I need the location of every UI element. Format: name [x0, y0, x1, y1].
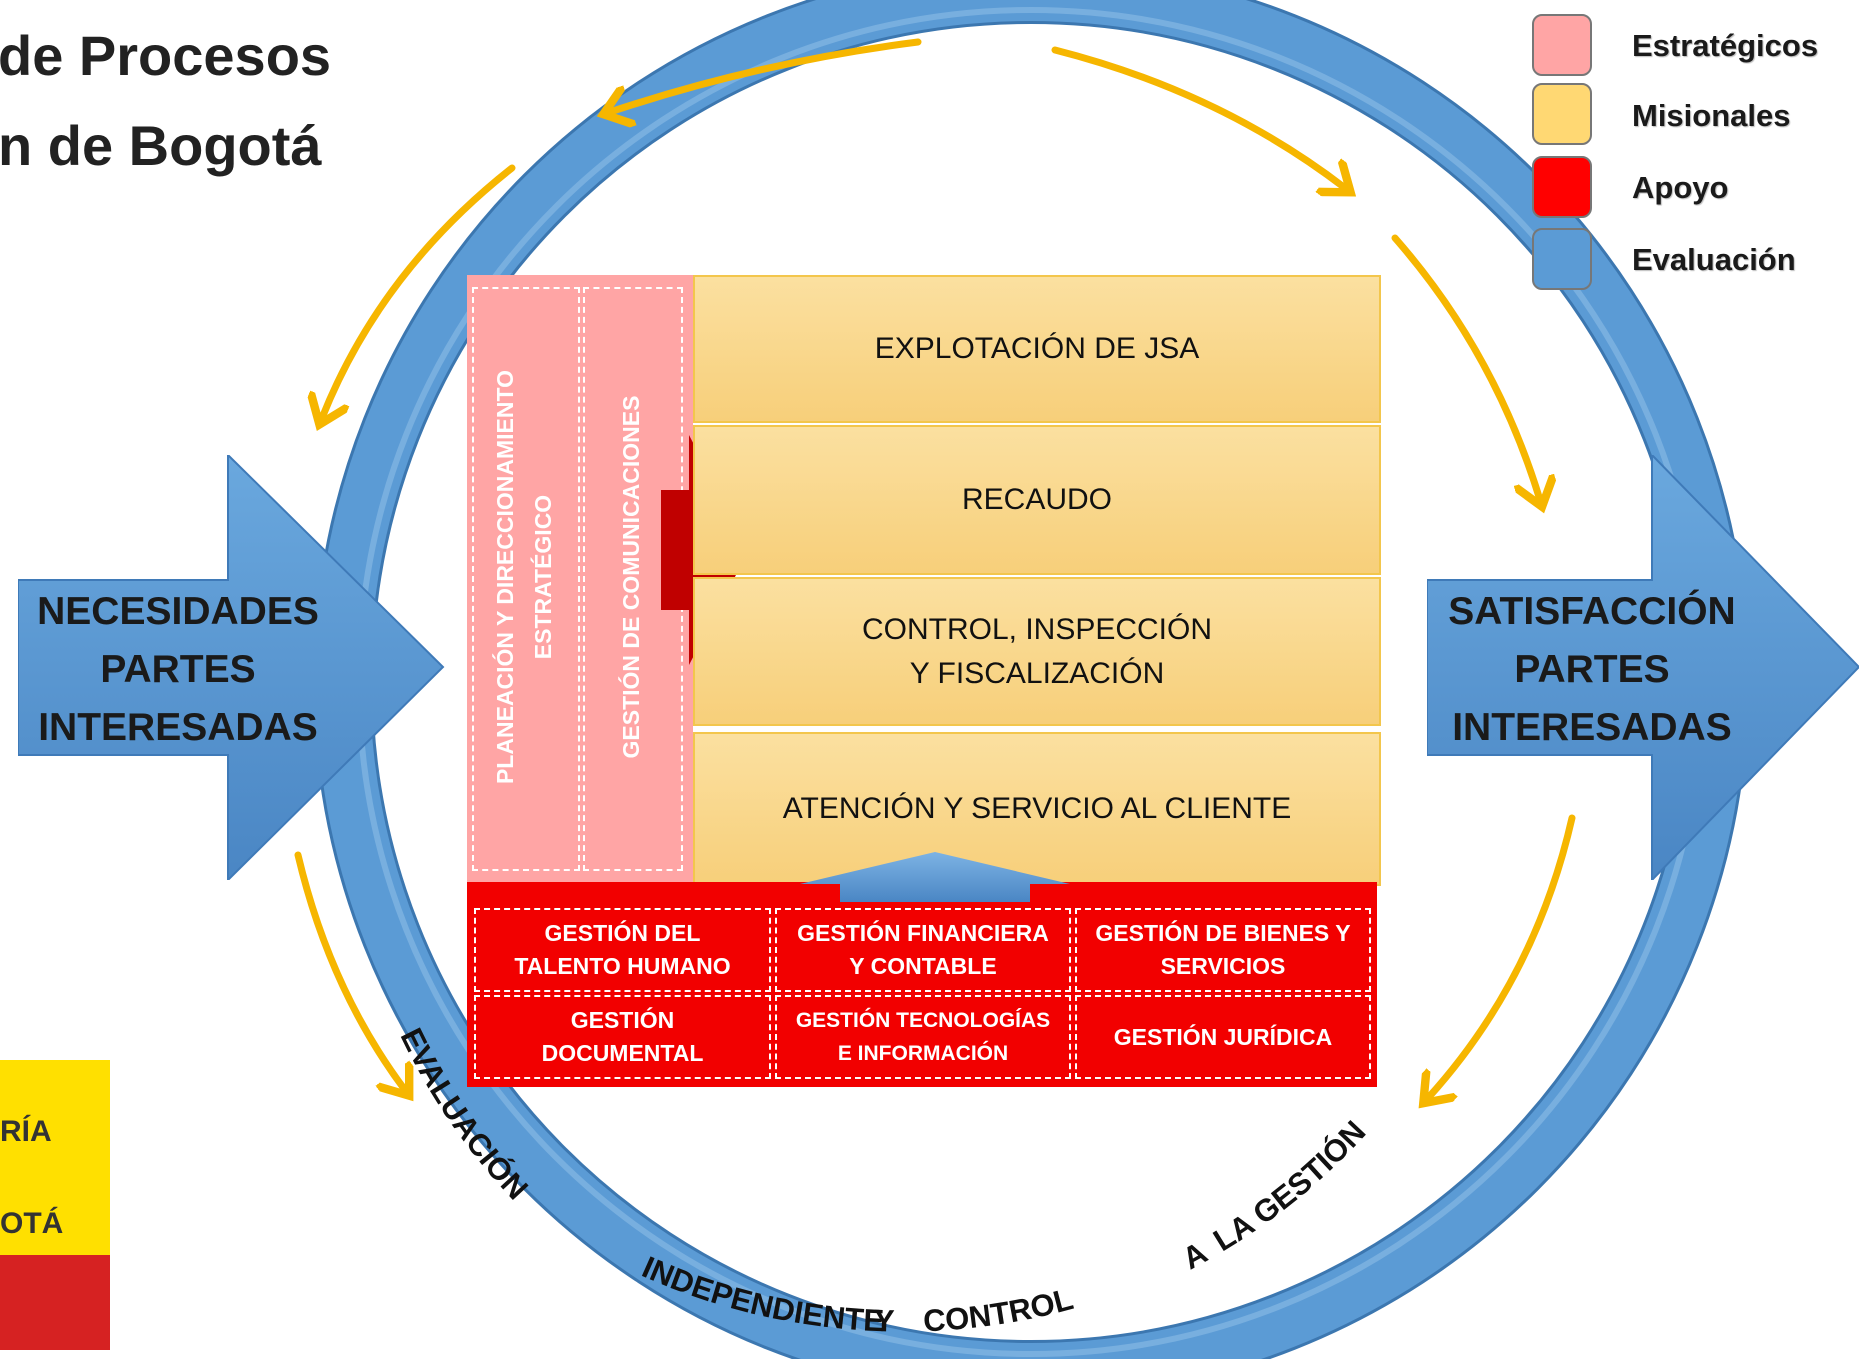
output-arrow-line-1: SATISFACCIÓN	[1448, 590, 1736, 633]
flow-arrow-upper-right	[1391, 234, 1540, 500]
flow-arrow-upper-left	[322, 164, 516, 418]
legend-swatch-misionales	[1532, 83, 1592, 145]
strategic-panel	[467, 275, 693, 882]
logo-text-line-2: OTÁ	[0, 1207, 64, 1240]
legend-label-apoyo: Apoyo	[1632, 170, 1729, 205]
support-tecnologias-line-2: E INFORMACIÓN	[837, 1042, 1009, 1065]
flow-arrows	[294, 38, 1576, 1098]
input-arrow-line-2: PARTES	[100, 648, 256, 691]
title-line-1: de Procesos	[0, 24, 332, 87]
output-arrow-label: SATISFACCIÓN PARTES INTERESADAS	[1427, 583, 1757, 757]
arc-word-a: A	[1177, 1235, 1213, 1276]
input-arrow-line-1: NECESIDADES	[37, 590, 319, 633]
strategic-label-planeacion: PLANEACIÓN Y DIRECCIONAMIENTO ESTRATÉGIC…	[486, 287, 562, 867]
flow-arrow-lower-right	[1428, 814, 1576, 1098]
support-talento-humano: GESTIÓN DEL TALENTO HUMANO	[474, 908, 771, 992]
support-financiera-line-2: Y CONTABLE	[849, 953, 997, 979]
strategic-comunicaciones-line-1: GESTIÓN DE COMUNICACIONES	[618, 395, 644, 759]
support-band	[467, 882, 1377, 1087]
support-documental: GESTIÓN DOCUMENTAL	[474, 995, 771, 1079]
support-talento-line-2: TALENTO HUMANO	[514, 953, 731, 979]
support-documental-line-2: DOCUMENTAL	[541, 1040, 704, 1066]
support-tecnologias-line-1: GESTIÓN TECNOLOGÍAS	[795, 1009, 1051, 1032]
missional-recaudo-line-1: RECAUDO	[961, 483, 1112, 516]
arc-text-a: A	[1177, 1235, 1213, 1276]
support-juridica-line-1: GESTIÓN JURÍDICA	[1113, 1023, 1333, 1050]
arc-text-la-gestion: LA GESTIÓN	[1207, 1114, 1372, 1258]
support-bienes-line-1: GESTIÓN DE BIENES Y	[1095, 920, 1351, 946]
arc-text-control: CONTROL	[922, 1281, 1076, 1338]
title-line-2: n de Bogotá	[0, 114, 322, 177]
support-bienes-servicios: GESTIÓN DE BIENES Y SERVICIOS	[1075, 908, 1371, 992]
strategic-planeacion-line-1: PLANEACIÓN Y DIRECCIONAMIENTO	[492, 369, 518, 785]
support-juridica: GESTIÓN JURÍDICA	[1075, 995, 1371, 1079]
strategic-label-comunicaciones: GESTIÓN DE COMUNICACIONES	[612, 287, 650, 867]
strategic-planeacion-line-2: ESTRATÉGICO	[530, 494, 556, 660]
support-financiera-contable: GESTIÓN FINANCIERA Y CONTABLE	[775, 908, 1071, 992]
output-arrow	[1427, 455, 1859, 880]
flow-arrow-top-right	[1051, 46, 1345, 188]
missional-atencion-cliente: ATENCIÓN Y SERVICIO AL CLIENTE	[693, 732, 1381, 886]
input-arrow-label: NECESIDADES PARTES INTERESADAS	[18, 583, 338, 757]
missional-control-line-1: CONTROL, INSPECCIÓN	[861, 612, 1213, 646]
output-arrow-line-2: PARTES	[1514, 648, 1670, 691]
strategic-box-planeacion	[472, 287, 580, 871]
support-tecnologias-informacion: GESTIÓN TECNOLOGÍAS E INFORMACIÓN	[775, 995, 1071, 1079]
missional-control-line-2: Y FISCALIZACIÓN	[909, 656, 1165, 690]
missional-explotacion-line-1: EXPLOTACIÓN DE JSA	[874, 332, 1200, 365]
arc-word-control: CONTROL	[922, 1281, 1076, 1338]
missional-recaudo: RECAUDO	[693, 425, 1381, 575]
logo-text-line-1: RÍA	[0, 1115, 52, 1148]
arc-word-la-gestion: LA GESTIÓN	[1207, 1114, 1372, 1258]
missional-control-inspeccion: CONTROL, INSPECCIÓN Y FISCALIZACIÓN	[693, 577, 1381, 726]
arc-word-y: Y	[873, 1303, 895, 1339]
flow-arrow-top-left	[610, 38, 922, 112]
legend-swatch-apoyo	[1532, 156, 1592, 218]
legend-label-misionales: Misionales	[1632, 98, 1791, 133]
support-talento-line-1: GESTIÓN DEL	[544, 920, 701, 946]
legend-label-estrategicos: Estratégicos	[1632, 28, 1819, 63]
support-bienes-line-2: SERVICIOS	[1160, 953, 1286, 979]
legend-swatch-estrategicos	[1532, 14, 1592, 76]
support-financiera-line-1: GESTIÓN FINANCIERA	[797, 920, 1049, 946]
input-arrow	[18, 455, 445, 880]
legend-label-evaluacion: Evaluación	[1632, 242, 1796, 277]
input-arrow-line-3: INTERESADAS	[38, 706, 318, 749]
arc-text-y: Y	[873, 1303, 895, 1339]
output-arrow-line-3: INTERESADAS	[1452, 706, 1732, 749]
support-up-arrow	[800, 852, 1070, 902]
flow-arrow-lower-left	[294, 851, 405, 1090]
missional-explotacion-jsa: EXPLOTACIÓN DE JSA	[693, 275, 1381, 423]
entity-logo: RÍA OTÁ	[0, 1060, 110, 1350]
legend-swatch-evaluacion	[1532, 228, 1592, 290]
missional-atencion-line-1: ATENCIÓN Y SERVICIO AL CLIENTE	[782, 792, 1292, 825]
support-documental-line-1: GESTIÓN	[570, 1007, 675, 1033]
